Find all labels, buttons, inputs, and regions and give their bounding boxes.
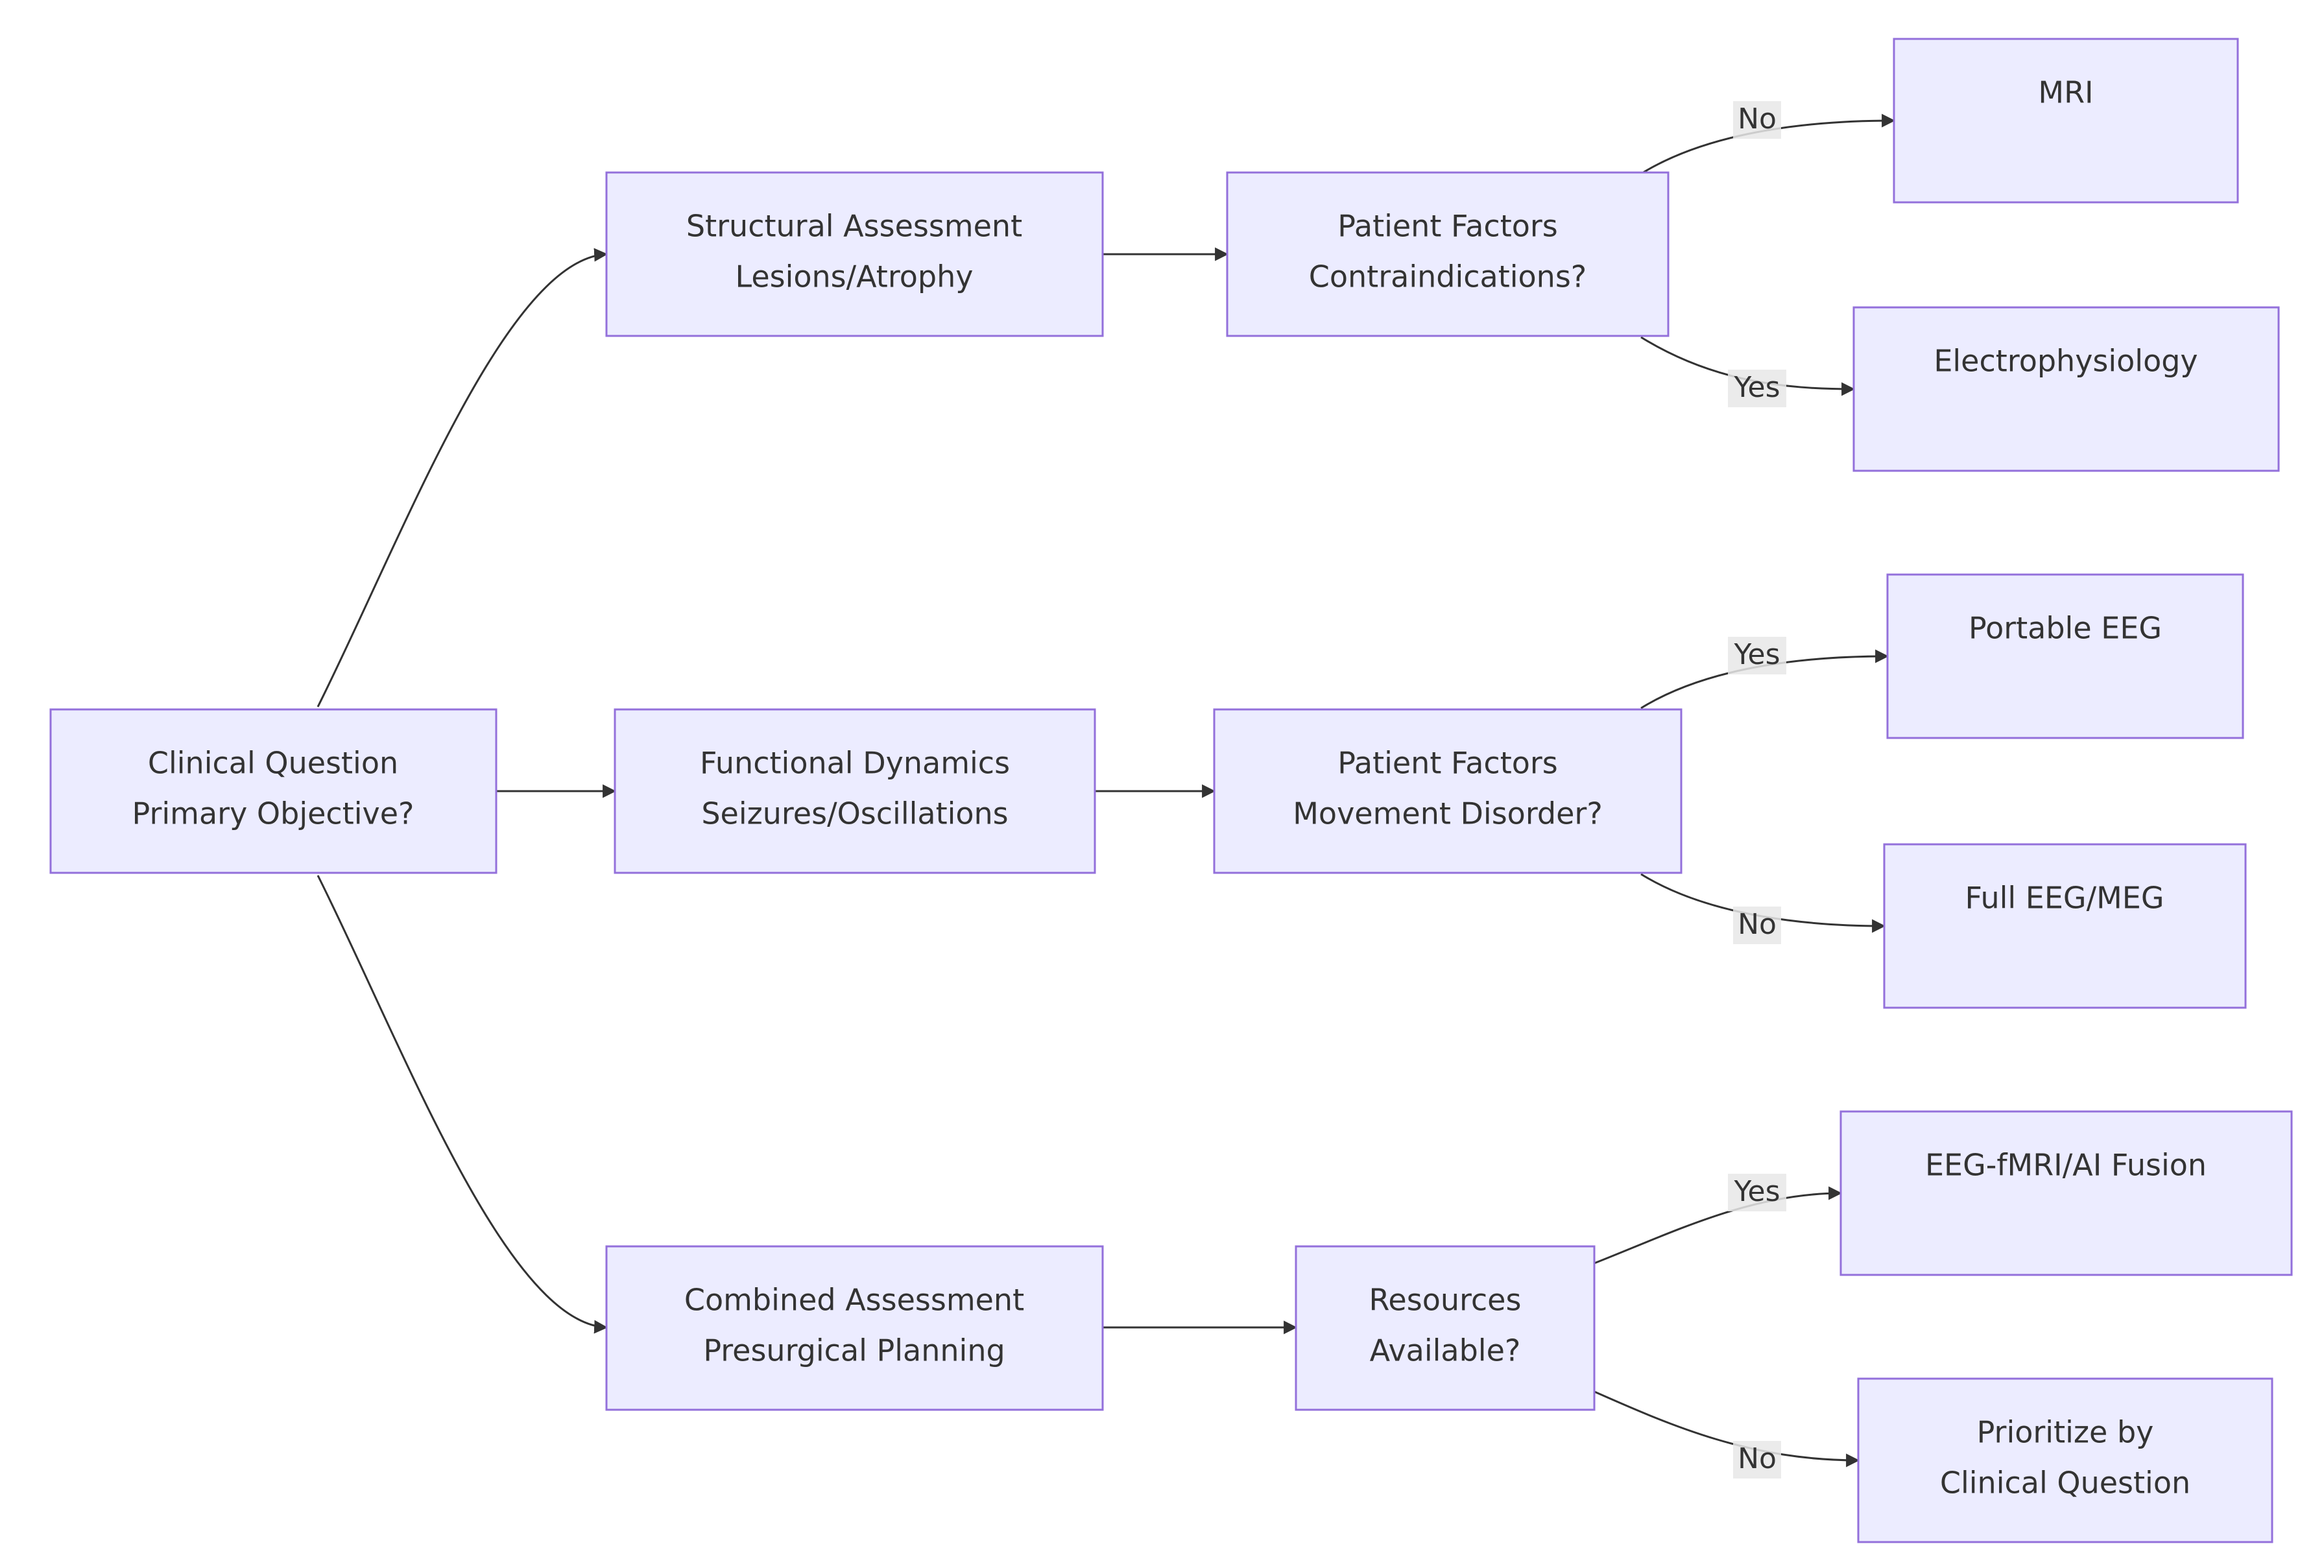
node-portable-eeg[interactable]: Portable EEG bbox=[1886, 573, 2244, 739]
node-functional-dynamics[interactable]: Functional Dynamics Seizures/Oscillation… bbox=[614, 708, 1096, 874]
node-electrophysiology[interactable]: Electrophysiology bbox=[1852, 306, 2280, 472]
node-functional-dynamics-line1: Functional Dynamics bbox=[700, 746, 1010, 781]
node-clinical-question[interactable]: Clinical Question Primary Objective? bbox=[49, 708, 497, 874]
edge-label-resources-yes: Yes bbox=[1728, 1174, 1786, 1211]
node-combined-assessment[interactable]: Combined Assessment Presurgical Planning bbox=[605, 1245, 1104, 1411]
edge-label-movement-no: No bbox=[1733, 907, 1781, 944]
node-clinical-question-line1: Clinical Question bbox=[148, 746, 398, 781]
node-patient-factors-movement-line2: Movement Disorder? bbox=[1293, 796, 1603, 831]
svg-text:No: No bbox=[1738, 102, 1777, 136]
node-structural-assessment-line1: Structural Assessment bbox=[686, 209, 1022, 244]
edge-label-movement-yes: Yes bbox=[1728, 637, 1786, 674]
node-eeg-fmri-ai-fusion-label: EEG-fMRI/AI Fusion bbox=[1925, 1148, 2207, 1183]
edge-resources-to-prioritize bbox=[1594, 1390, 1860, 1467]
svg-text:Yes: Yes bbox=[1733, 371, 1780, 404]
node-prioritize[interactable]: Prioritize by Clinical Question bbox=[1857, 1377, 2273, 1543]
node-resources-available-line1: Resources bbox=[1369, 1283, 1522, 1318]
node-structural-assessment[interactable]: Structural Assessment Lesions/Atrophy bbox=[605, 171, 1104, 337]
node-clinical-question-line2: Primary Objective? bbox=[132, 796, 414, 831]
node-patient-factors-contraindications-line2: Contraindications? bbox=[1309, 259, 1587, 294]
node-functional-dynamics-line2: Seizures/Oscillations bbox=[701, 796, 1008, 831]
node-patient-factors-contraindications[interactable]: Patient Factors Contraindications? bbox=[1226, 171, 1670, 337]
edge-resources-to-fusion bbox=[1594, 1186, 1843, 1265]
node-structural-assessment-line2: Lesions/Atrophy bbox=[736, 259, 974, 294]
node-prioritize-line1: Prioritize by bbox=[1977, 1415, 2154, 1450]
svg-text:Yes: Yes bbox=[1733, 1175, 1780, 1208]
node-full-eeg-meg[interactable]: Full EEG/MEG bbox=[1883, 843, 2247, 1009]
svg-text:No: No bbox=[1738, 1442, 1777, 1475]
node-mri[interactable]: MRI bbox=[1893, 38, 2239, 204]
node-eeg-fmri-ai-fusion[interactable]: EEG-fMRI/AI Fusion bbox=[1839, 1110, 2293, 1276]
node-mri-label: MRI bbox=[2038, 75, 2093, 110]
edge-clinical-to-structural bbox=[317, 248, 608, 707]
edge-label-resources-no: No bbox=[1733, 1441, 1781, 1479]
node-portable-eeg-label: Portable EEG bbox=[1969, 611, 2162, 646]
edge-label-contra-yes: Yes bbox=[1728, 370, 1786, 407]
node-combined-assessment-line1: Combined Assessment bbox=[684, 1283, 1024, 1318]
node-full-eeg-meg-label: Full EEG/MEG bbox=[1965, 881, 2164, 916]
node-patient-factors-contraindications-line1: Patient Factors bbox=[1337, 209, 1558, 244]
edge-labels: No Yes Yes No Yes No bbox=[1728, 101, 1786, 1479]
node-resources-available-line2: Available? bbox=[1370, 1333, 1521, 1368]
node-resources-available[interactable]: Resources Available? bbox=[1295, 1245, 1596, 1411]
node-combined-assessment-line2: Presurgical Planning bbox=[703, 1333, 1005, 1368]
node-patient-factors-movement[interactable]: Patient Factors Movement Disorder? bbox=[1213, 708, 1683, 874]
node-patient-factors-movement-line1: Patient Factors bbox=[1337, 746, 1558, 781]
edge-clinical-to-combined bbox=[317, 875, 608, 1334]
node-electrophysiology-label: Electrophysiology bbox=[1934, 344, 2198, 379]
svg-text:Yes: Yes bbox=[1733, 638, 1780, 671]
node-prioritize-line2: Clinical Question bbox=[1940, 1466, 2190, 1501]
svg-text:No: No bbox=[1738, 908, 1777, 941]
nodes: Clinical Question Primary Objective? Str… bbox=[49, 38, 2293, 1543]
edge-label-contra-no: No bbox=[1733, 101, 1781, 139]
